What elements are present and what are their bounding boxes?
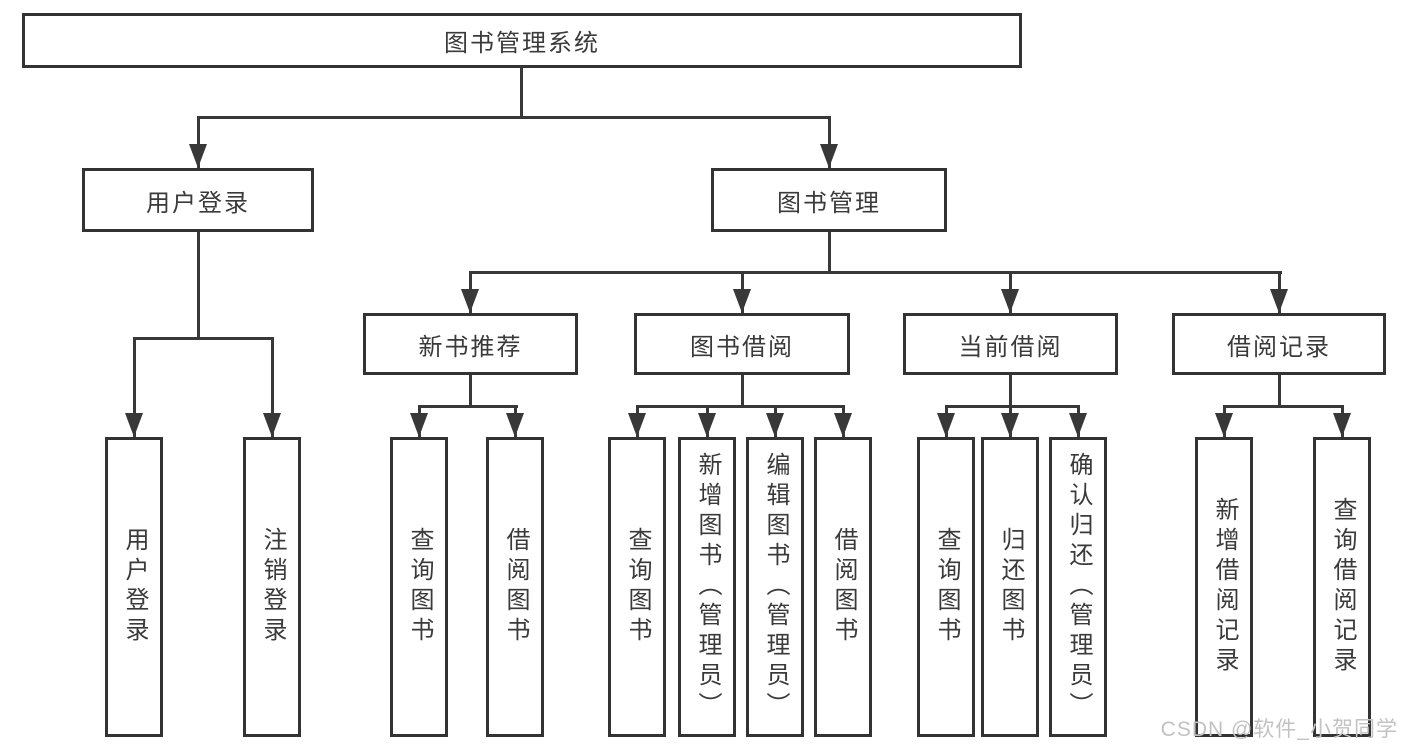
arrowhead-down-icon (263, 413, 281, 437)
arrowhead-down-icon (506, 413, 524, 437)
leaf-logout-label: 注销登录 (259, 527, 286, 647)
connector (828, 232, 831, 274)
connector (418, 405, 518, 408)
leaf-add-borrow-record: 新增借阅记录 (1195, 437, 1253, 737)
arrowhead-down-icon (125, 413, 143, 437)
node-new-book-recommendation-label: 新书推荐 (418, 333, 523, 361)
leaf-confirm-return-admin: 确认归还（管理员） (1049, 437, 1107, 737)
connector (520, 66, 523, 119)
leaf-borrow-books-borrowing-label: 借阅图书 (830, 527, 857, 647)
connector (197, 232, 200, 340)
node-book-management: 图书管理 (711, 168, 947, 232)
leaf-query-borrow-record-label: 查询借阅记录 (1329, 497, 1356, 677)
node-user-login-label: 用户登录 (146, 189, 250, 217)
arrowhead-down-icon (766, 413, 784, 437)
connector (133, 337, 274, 340)
node-current-borrowing-label: 当前借阅 (958, 333, 1063, 361)
leaf-borrow-books-borrowing: 借阅图书 (814, 437, 872, 737)
node-book-management-label: 图书管理 (777, 189, 881, 217)
arrowhead-down-icon (1069, 413, 1087, 437)
connector (197, 116, 200, 168)
connector (1223, 405, 1344, 408)
connector (741, 375, 744, 408)
leaf-return-book: 归还图书 (981, 437, 1039, 737)
connector (1009, 375, 1012, 408)
connector (945, 405, 1080, 408)
leaf-user-login: 用户登录 (105, 437, 163, 737)
connector (1278, 375, 1281, 408)
node-book-borrowing-label: 图书借阅 (690, 333, 794, 361)
arrowhead-down-icon (461, 289, 479, 313)
arrowhead-down-icon (1001, 289, 1019, 313)
node-library-system-label: 图书管理系统 (444, 30, 600, 57)
arrowhead-down-icon (733, 289, 751, 313)
arrowhead-down-icon (189, 144, 207, 168)
leaf-edit-book-admin-label: 编辑图书（管理员） (762, 452, 789, 722)
connector (133, 337, 136, 437)
leaf-return-book-label: 归还图书 (997, 527, 1024, 647)
arrowhead-down-icon (1270, 289, 1288, 313)
node-library-system: 图书管理系统 (22, 13, 1022, 68)
node-book-borrowing: 图书借阅 (634, 313, 850, 375)
leaf-query-books-borrowing: 查询图书 (608, 437, 666, 737)
arrowhead-down-icon (820, 144, 838, 168)
leaf-query-borrow-record: 查询借阅记录 (1313, 437, 1371, 737)
node-borrowing-records-label: 借阅记录 (1227, 333, 1331, 361)
leaf-borrow-books-recommend-label: 借阅图书 (502, 527, 529, 647)
leaf-query-books-borrowing-label: 查询图书 (624, 527, 651, 647)
leaf-add-borrow-record-label: 新增借阅记录 (1211, 497, 1238, 677)
leaf-borrow-books-recommend: 借阅图书 (486, 437, 544, 737)
connector (636, 405, 845, 408)
node-current-borrowing: 当前借阅 (903, 313, 1118, 375)
leaf-query-books-current-label: 查询图书 (933, 527, 960, 647)
arrowhead-down-icon (834, 413, 852, 437)
leaf-add-book-admin: 新增图书（管理员） (678, 437, 736, 737)
watermark-text: CSDN @软件_小贺同学 (1160, 718, 1398, 741)
leaf-query-books-recommend: 查询图书 (390, 437, 448, 737)
leaf-edit-book-admin: 编辑图书（管理员） (746, 437, 804, 737)
leaf-user-login-label: 用户登录 (121, 527, 148, 647)
leaf-add-book-admin-label: 新增图书（管理员） (694, 452, 721, 722)
leaf-query-books-current: 查询图书 (917, 437, 975, 737)
arrowhead-down-icon (1333, 413, 1351, 437)
connector (197, 116, 831, 119)
connector (469, 375, 472, 408)
connector (469, 271, 1282, 274)
arrowhead-down-icon (937, 413, 955, 437)
leaf-query-books-recommend-label: 查询图书 (406, 527, 433, 647)
arrowhead-down-icon (698, 413, 716, 437)
arrowhead-down-icon (1215, 413, 1233, 437)
leaf-logout: 注销登录 (243, 437, 301, 737)
node-new-book-recommendation: 新书推荐 (363, 313, 578, 375)
arrowhead-down-icon (410, 413, 428, 437)
arrowhead-down-icon (1001, 413, 1019, 437)
node-borrowing-records: 借阅记录 (1172, 313, 1386, 375)
connector (271, 337, 274, 437)
node-user-login: 用户登录 (82, 168, 314, 232)
arrowhead-down-icon (628, 413, 646, 437)
connector (828, 116, 831, 168)
leaf-confirm-return-admin-label: 确认归还（管理员） (1065, 452, 1092, 722)
